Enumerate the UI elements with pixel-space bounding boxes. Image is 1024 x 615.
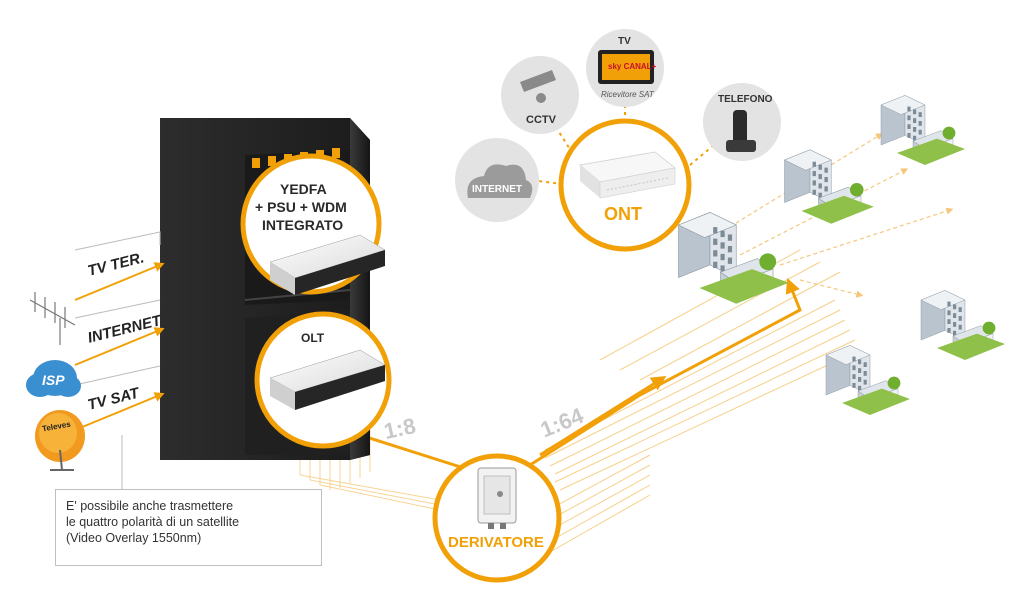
telefono-circle [703, 83, 781, 161]
derivatore-label: DERIVATORE [448, 534, 544, 551]
antenna-icon [29, 292, 76, 345]
olt-module-circle [254, 311, 392, 449]
building-4 [920, 290, 1005, 360]
buildings [677, 95, 1005, 415]
internet-service-label: INTERNET [472, 184, 522, 195]
building-2 [783, 149, 874, 224]
ont-circle [558, 118, 692, 252]
tv-logo-text: sky CANAL+ [608, 62, 657, 71]
telefono-label: TELEFONO [718, 94, 773, 105]
cctv-circle [501, 56, 579, 134]
tv-label: TV [618, 36, 631, 47]
note-line-1: E' possibile anche trasmettere [66, 499, 234, 513]
yedfa-module-circle [240, 153, 386, 295]
tv-sub-label: Ricevitore SAT [601, 90, 654, 99]
ont-label: ONT [604, 204, 642, 224]
yedfa-label-line1: YEDFA [280, 181, 327, 197]
yedfa-label-line2: + PSU + WDM [255, 199, 347, 215]
yedfa-label-line3: INTEGRATO [262, 217, 344, 233]
main-fiber-trunk [358, 278, 802, 472]
note-line-3: (Video Overlay 1550nm) [66, 531, 202, 545]
building-3 [880, 95, 965, 165]
input-label-frames [74, 231, 161, 386]
internet-service-circle [455, 138, 539, 222]
satellite-dish-icon [35, 410, 85, 471]
building-1 [677, 211, 789, 304]
note-line-2: le quattro polarità di un satellite [66, 515, 240, 529]
fiber-bundle-distribution [529, 249, 861, 553]
olt-label: OLT [301, 331, 325, 345]
cctv-label: CCTV [526, 114, 556, 126]
input-arrows [74, 262, 165, 431]
video-overlay-note: E' possibile anche trasmettere le quattr… [55, 489, 322, 566]
isp-cloud-icon [26, 360, 81, 397]
tv-circle [586, 29, 664, 107]
building-5 [825, 345, 910, 415]
derivatore-circle [432, 453, 562, 583]
isp-logo-text: ISP [42, 372, 65, 388]
